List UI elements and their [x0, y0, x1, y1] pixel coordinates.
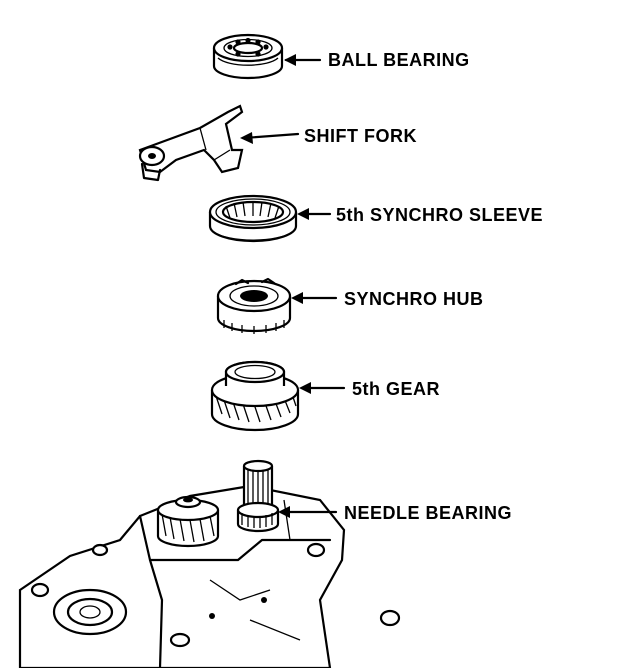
- shift-fork-drawing: [138, 104, 244, 182]
- label-shift-fork: SHIFT FORK: [304, 126, 417, 146]
- label-synchro-hub: SYNCHRO HUB: [344, 289, 484, 309]
- transmission-case-drawing: [18, 459, 401, 668]
- needle-bearing-leader: [278, 506, 338, 518]
- label-ball-bearing: BALL BEARING: [328, 50, 470, 70]
- label-synchro-sleeve: 5th SYNCHRO SLEEVE: [336, 205, 543, 225]
- ball-bearing-drawing: [212, 33, 284, 80]
- fifth-gear-drawing: [210, 360, 300, 432]
- shift-fork-leader: [240, 132, 300, 144]
- synchro-hub-leader: [291, 292, 338, 304]
- synchro-sleeve-leader: [297, 208, 332, 220]
- label-needle-bearing: NEEDLE BEARING: [344, 503, 512, 523]
- fifth-gear-leader: [299, 382, 346, 394]
- ball-bearing-leader: [284, 54, 322, 66]
- label-fifth-gear: 5th GEAR: [352, 379, 440, 399]
- synchro-hub-drawing: [216, 277, 292, 334]
- synchro-sleeve-drawing: [208, 194, 298, 243]
